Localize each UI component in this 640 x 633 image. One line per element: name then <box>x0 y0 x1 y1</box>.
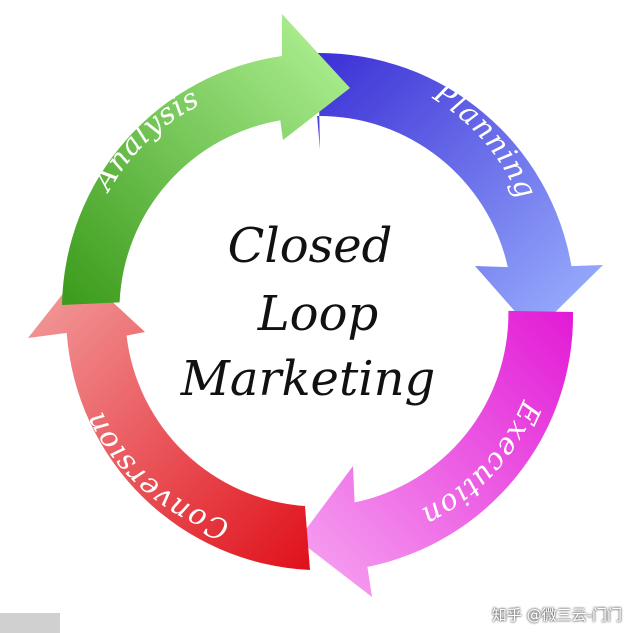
center-title-line-2: Loop <box>257 286 378 342</box>
center-title-line-3: Marketing <box>180 351 435 407</box>
planning-arrow <box>317 52 603 333</box>
center-title-line-1: Closed <box>228 218 393 274</box>
center-title: Closed Loop Marketing <box>180 218 435 407</box>
analysis-arrow <box>62 14 350 305</box>
conversion-arrow <box>28 272 310 570</box>
execution-arrow <box>298 310 574 597</box>
corner-badge <box>0 613 60 633</box>
watermark-text: 知乎 @微三云-门门 <box>491 606 622 624</box>
